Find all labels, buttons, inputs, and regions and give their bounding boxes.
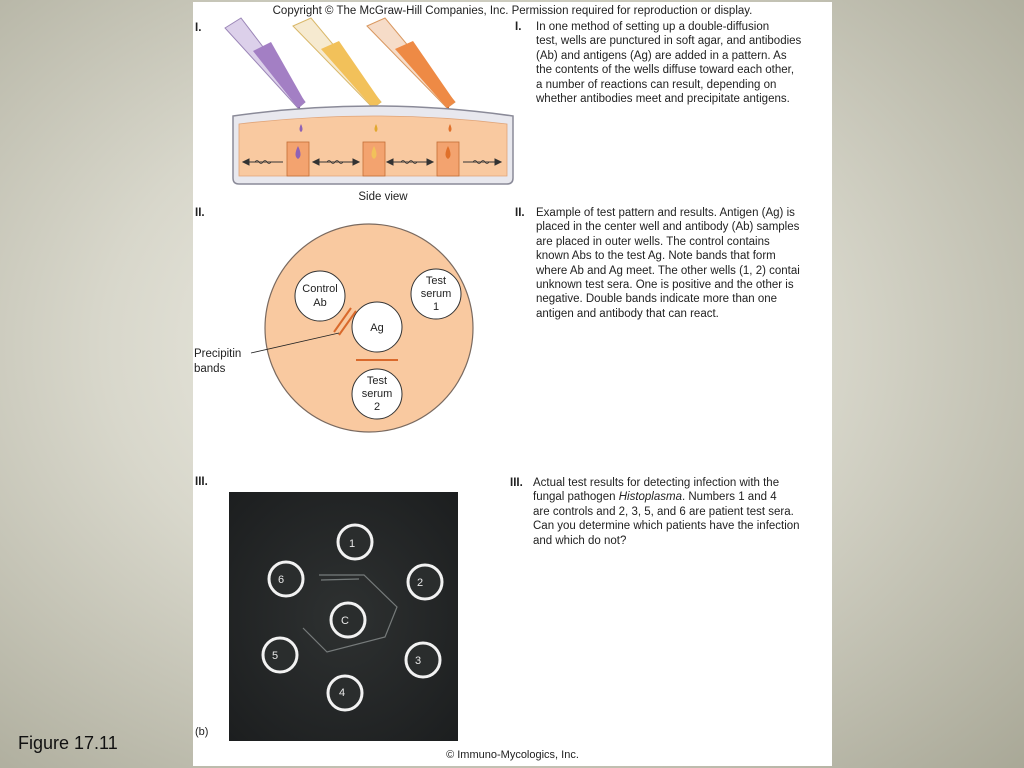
photo-well-2: 2 [408,565,442,599]
photo-well-4: 4 [328,676,362,710]
svg-text:4: 4 [339,687,345,699]
side-view-diagram: Side view [223,16,523,216]
svg-text:C: C [341,615,349,627]
pipette-yellow [293,18,381,118]
well-serum-2-label-3: 2 [374,401,380,413]
section-2-description: II. Example of test pattern and results.… [515,206,833,321]
precipitin-callout-label-2: bands [194,363,226,375]
well-serum-1-label-1: Test [426,275,446,287]
test-pattern-diagram: Control Ab Test serum 1 Ag Test serum 2 … [193,214,493,444]
well-serum-2-label-2: serum [362,388,393,400]
svg-text:5: 5 [272,650,278,662]
section-3-description-number: III. [510,476,523,490]
well-control-label-1: Control [302,283,337,295]
immunodiffusion-photo: 1 2 3 4 5 6 C [229,492,458,741]
well-control [295,271,345,321]
panel-label: (b) [195,726,208,738]
well-control-label-2: Ab [313,297,326,309]
section-1-description-text: In one method of setting up a double-dif… [536,20,833,106]
svg-text:3: 3 [415,655,421,667]
photo-well-3: 3 [406,643,440,677]
section-3-description-text: Actual test results for detecting infect… [533,476,832,548]
well-serum-1-label-3: 1 [433,301,439,313]
section-3-marker: III. [195,476,208,488]
photo-well-1: 1 [338,525,372,559]
side-view-caption: Side view [358,191,408,203]
photo-well-6: 6 [269,562,303,596]
svg-text:6: 6 [278,574,284,586]
precipitin-callout-label-1: Precipitin [194,348,241,360]
section-1-description-number: I. [515,20,521,34]
section-1-marker: I. [195,22,201,34]
svg-text:1: 1 [349,538,355,550]
photo-well-center: C [331,603,365,637]
pipette-purple [225,18,305,118]
well-serum-2-label-1: Test [367,375,387,387]
well-serum-1-label-2: serum [421,288,452,300]
figure-label: Figure 17.11 [18,733,118,754]
photo-well-5: 5 [263,638,297,672]
svg-text:2: 2 [417,577,423,589]
well-antigen-label: Ag [370,322,383,334]
section-2-description-text: Example of test pattern and results. Ant… [536,206,833,321]
section-3-description: III. Actual test results for detecting i… [510,476,832,548]
section-2-description-number: II. [515,206,525,220]
photo-credit: © Immuno-Mycologics, Inc. [193,749,832,761]
figure-page: Copyright © The McGraw-Hill Companies, I… [193,2,832,766]
section-1-description: I. In one method of setting up a double-… [515,20,833,106]
pathogen-name: Histoplasma [619,491,682,503]
